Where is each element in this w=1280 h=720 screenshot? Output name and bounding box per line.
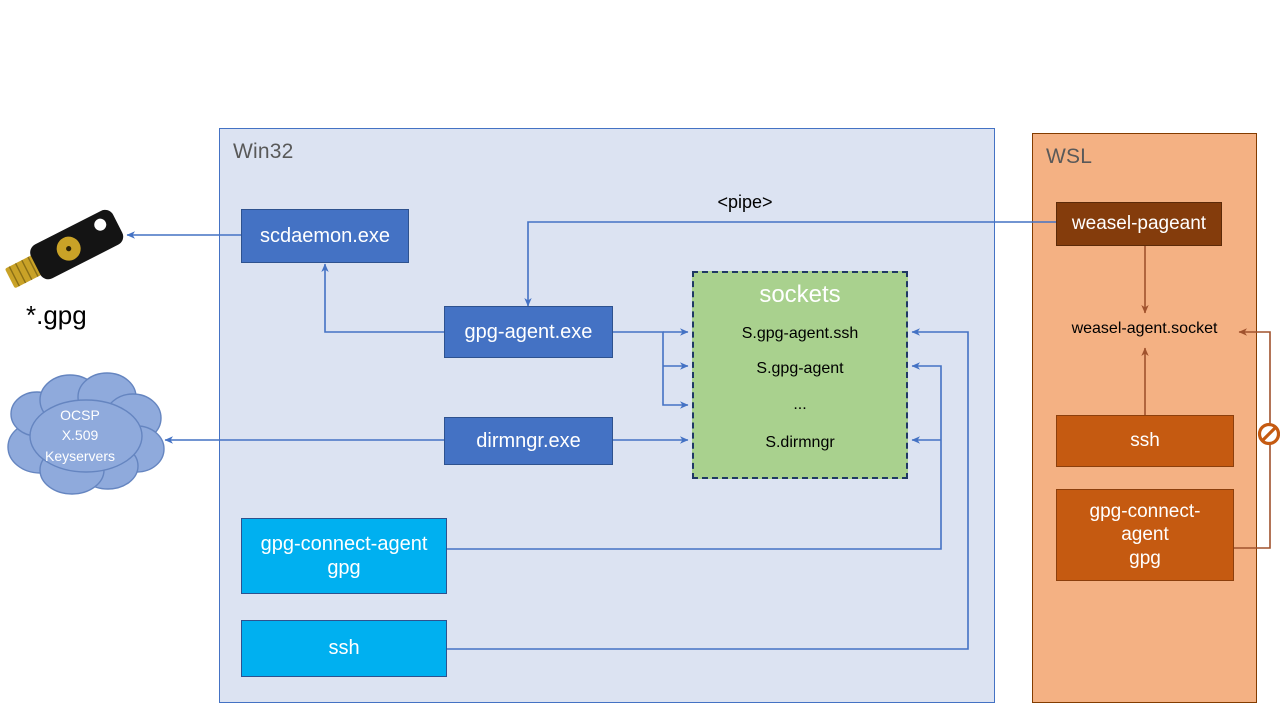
box-gpg-agent-exe[interactable]: gpg-agent.exe xyxy=(444,306,613,358)
box-wsl-ssh[interactable]: ssh xyxy=(1056,415,1234,467)
box-scdaemon-exe-label: scdaemon.exe xyxy=(259,224,391,247)
box-dirmngr-exe[interactable]: dirmngr.exe xyxy=(444,417,613,465)
box-weasel-pageant-label: weasel-pageant xyxy=(1071,213,1207,235)
cloud-line-ocsp: OCSP xyxy=(60,407,100,423)
socket-item-s-dirmngr[interactable]: S.dirmngr xyxy=(765,434,835,451)
sockets-group: sockets S.gpg-agent.ssh S.gpg-agent ... … xyxy=(692,271,908,479)
box-weasel-pageant[interactable]: weasel-pageant xyxy=(1056,202,1222,246)
keyservers-cloud-text: OCSP X.509 Keyservers xyxy=(10,405,150,466)
socket-item-s-gpg-agent-ssh[interactable]: S.gpg-agent.ssh xyxy=(741,325,859,342)
box-win32-gpg-connect-agent-label-2: gpg xyxy=(327,557,361,579)
box-scdaemon-exe[interactable]: scdaemon.exe xyxy=(241,209,409,263)
box-gpg-agent-exe-label: gpg-agent.exe xyxy=(464,320,593,343)
wsl-panel-title: WSL xyxy=(1046,145,1093,168)
box-win32-ssh-label: ssh xyxy=(328,637,360,660)
box-win32-gpg-connect-agent-label-1: gpg-connect-agent xyxy=(260,532,428,555)
pipe-connection-label: <pipe> xyxy=(717,192,773,212)
box-wsl-gpg-connect-agent-label-2: agent xyxy=(1121,524,1169,546)
box-wsl-gpg-connect-agent-label-3: gpg xyxy=(1129,547,1161,569)
gpg-files-label: *.gpg xyxy=(26,300,87,330)
socket-item-s-gpg-agent[interactable]: S.gpg-agent xyxy=(756,360,844,377)
sockets-group-title: sockets xyxy=(759,281,841,308)
box-wsl-gpg-connect-agent-label-1: gpg-connect- xyxy=(1089,501,1201,523)
win32-panel-title: Win32 xyxy=(233,140,294,163)
box-wsl-ssh-label: ssh xyxy=(1130,430,1160,452)
socket-item-ellipsis[interactable]: ... xyxy=(793,396,807,413)
box-win32-gpg-connect-agent[interactable]: gpg-connect-agent gpg xyxy=(241,518,447,594)
box-dirmngr-exe-label: dirmngr.exe xyxy=(476,429,581,452)
cloud-line-x509: X.509 xyxy=(61,427,99,444)
cloud-line-keyservers: Keyservers xyxy=(44,447,116,464)
box-win32-ssh[interactable]: ssh xyxy=(241,620,447,677)
box-wsl-gpg-connect-agent[interactable]: gpg-connect- agent gpg xyxy=(1056,489,1234,581)
no-entry-icon xyxy=(1257,422,1280,446)
weasel-agent-socket-label: weasel-agent.socket xyxy=(1071,320,1218,337)
